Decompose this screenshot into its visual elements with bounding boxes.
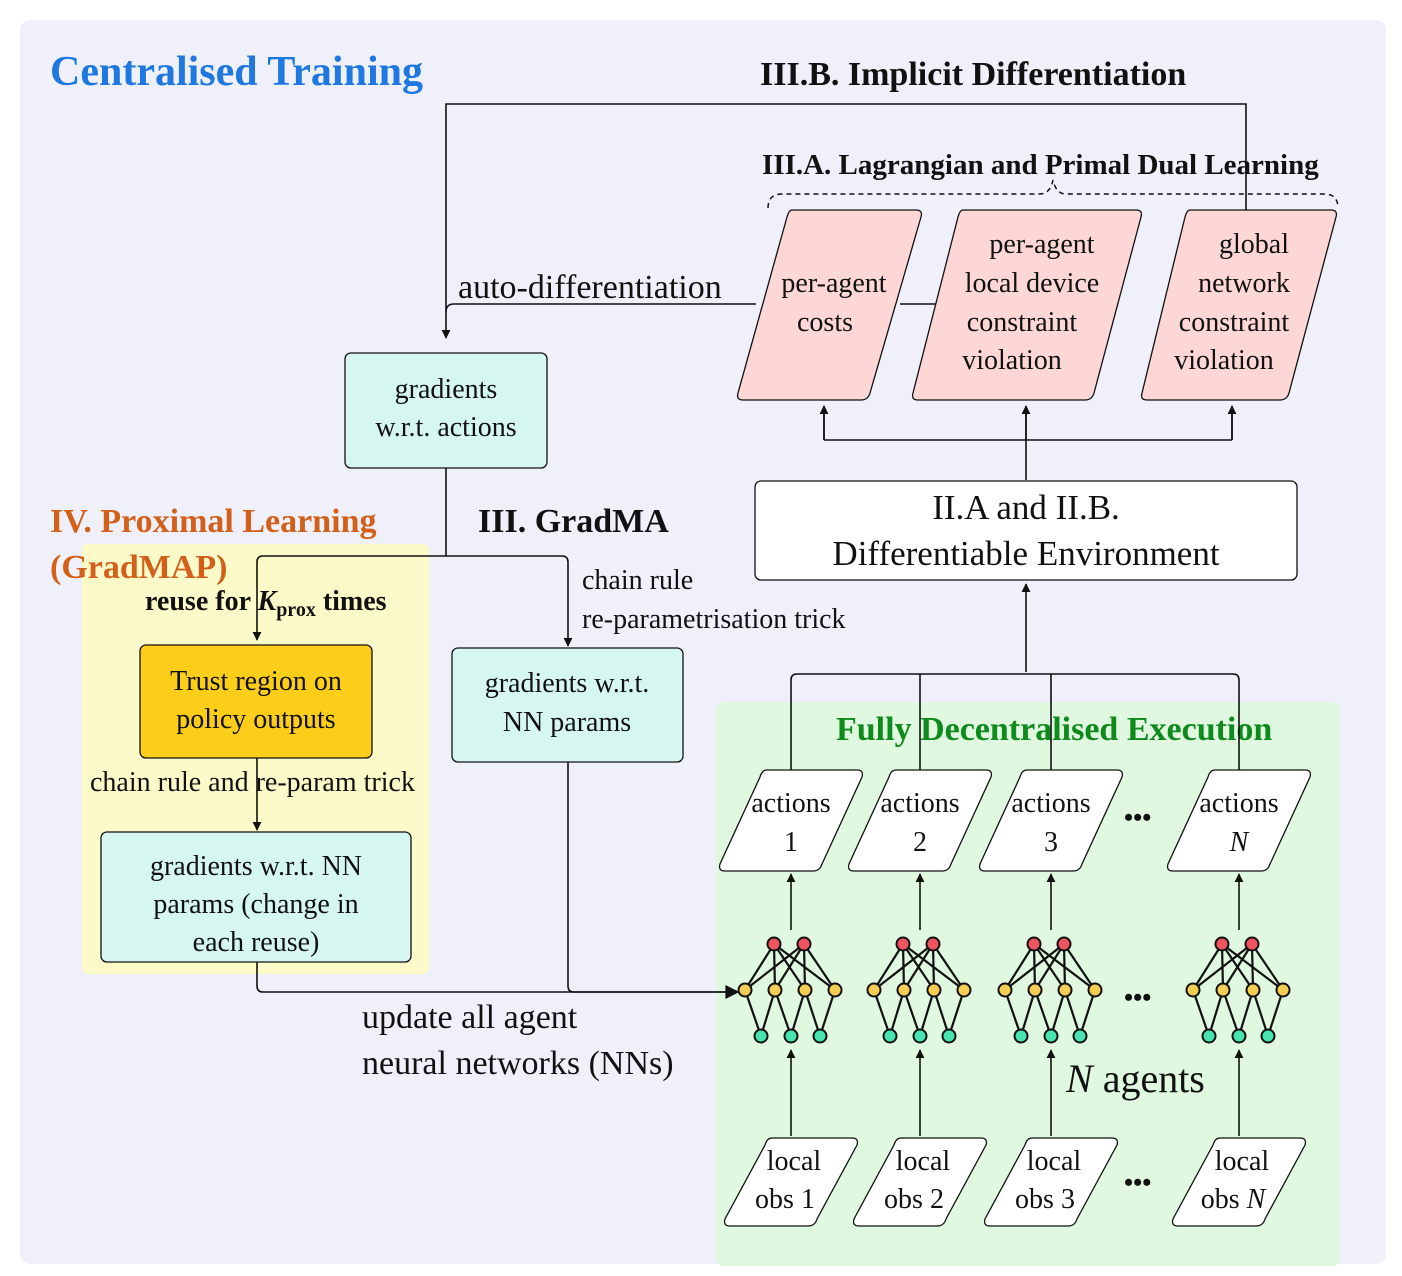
per-agent-costs-text-1: per-agent	[781, 268, 886, 299]
local-violation-box	[911, 209, 1143, 401]
local-violation-text-3: constraint	[967, 307, 1078, 338]
grad-nn-reuse-box	[100, 831, 412, 963]
centralised-training-title: Centralised Training	[50, 49, 423, 95]
global-violation-text-1: global	[1219, 229, 1289, 260]
agents-layer: actions 1 local obs 1 actions 2 local obs 2 acti…	[718, 769, 1312, 1227]
actions-box-2	[847, 769, 993, 872]
local-violation-text-2: local device	[965, 268, 1099, 299]
environment-text-1: II.A and II.B.	[932, 488, 1120, 527]
grad-nn-text-2: NN params	[503, 707, 631, 738]
actions-label-2: actions	[880, 788, 959, 819]
actions-box-1	[718, 769, 864, 872]
trust-region-box	[139, 644, 373, 759]
grad-nn-reuse-text-3: each reuse)	[193, 927, 320, 958]
implicit-diff-loop-line	[441, 103, 1247, 339]
gradma-title: III. GradMA	[478, 503, 669, 540]
auto-diff-label: auto-differentiation	[458, 269, 722, 306]
environment-text-2: Differentiable Environment	[832, 534, 1219, 573]
local-obs-box-3	[983, 1137, 1119, 1227]
chain-reparam-label: chain rule and re-param trick	[90, 767, 415, 798]
reuse-label: reuse for Kprox times	[145, 586, 387, 621]
actions-box-3	[978, 769, 1124, 872]
global-violation-text-2: network	[1198, 268, 1290, 299]
actions-label-4: actions	[1199, 788, 1278, 819]
neural-network-1	[737, 936, 843, 1044]
obs-id-1: obs 1	[755, 1184, 815, 1215]
obs-label-1: local	[767, 1146, 822, 1177]
grad-nn-text-1: gradients w.r.t.	[485, 668, 650, 699]
lagrangian-title: III.A. Lagrangian and Primal Dual Learni…	[762, 149, 1319, 181]
local-violation-text-1: per-agent	[989, 229, 1094, 260]
actions-label-1: actions	[751, 788, 830, 819]
neural-network-2	[866, 936, 972, 1044]
global-violation-text-4: violation	[1174, 345, 1274, 376]
to-grad-nn-line	[446, 555, 573, 647]
trust-region-text-2: policy outputs	[176, 704, 335, 735]
implicit-differentiation-title: III.B. Implicit Differentiation	[760, 56, 1186, 93]
actions-id-2: 2	[913, 827, 927, 858]
actions-id-3: 3	[1044, 827, 1058, 858]
to-trust-region-line	[252, 555, 446, 641]
n-agents-label: N agents	[1065, 1056, 1205, 1101]
obs-label-3: local	[1027, 1146, 1082, 1177]
actions-label-3: actions	[1011, 788, 1090, 819]
update-label-line-1: update all agent	[362, 999, 578, 1036]
obs-label-2: local	[896, 1146, 951, 1177]
grad-actions-box	[344, 352, 548, 469]
local-obs-box-1	[723, 1137, 859, 1227]
actions-box-4	[1166, 769, 1312, 872]
neural-network-4	[1185, 936, 1291, 1044]
ellipsis-networks: •••	[1124, 983, 1151, 1012]
trust-region-text-1: Trust region on	[170, 666, 342, 697]
ellipsis-actions: •••	[1124, 803, 1151, 832]
reuse-update-line	[256, 962, 735, 993]
auto-diff-line	[445, 303, 936, 313]
actions-id-4: N	[1229, 827, 1250, 858]
obs-id-3: obs 3	[1015, 1184, 1075, 1215]
proximal-learning-title: IV. Proximal Learning	[50, 503, 377, 540]
per-agent-costs-text-2: costs	[797, 307, 853, 338]
gradmap-title: (GradMAP)	[50, 549, 228, 586]
grad-actions-text-1: gradients	[395, 374, 498, 405]
grad-nn-box	[451, 647, 684, 763]
obs-label-4: local	[1215, 1146, 1270, 1177]
grad-actions-text-2: w.r.t. actions	[375, 412, 516, 443]
reparam-trick-label: re-parametrisation trick	[582, 604, 846, 635]
grad-nn-reuse-text-2: params (change in	[153, 889, 358, 920]
per-agent-costs-box	[736, 209, 923, 401]
execution-title: Fully Decentralised Execution	[836, 711, 1272, 748]
gradma-update-line	[567, 762, 740, 999]
local-obs-box-2	[852, 1137, 988, 1227]
grad-nn-reuse-text-1: gradients w.r.t. NN	[150, 851, 362, 882]
local-obs-box-4	[1171, 1137, 1307, 1227]
lagrangian-brace	[767, 179, 1339, 209]
global-violation-box	[1140, 209, 1338, 401]
chain-rule-label: chain rule	[582, 565, 693, 596]
local-violation-text-4: violation	[962, 345, 1062, 376]
environment-box	[754, 480, 1298, 581]
actions-id-1: 1	[784, 827, 798, 858]
obs-id-4: obs N	[1201, 1184, 1267, 1215]
obs-id-2: obs 2	[884, 1184, 944, 1215]
ellipsis-obs: •••	[1124, 1168, 1151, 1197]
neural-network-3	[997, 936, 1103, 1044]
actions-collect-line	[790, 673, 1240, 770]
global-violation-text-3: constraint	[1179, 307, 1290, 338]
update-label-line-2: neural networks (NNs)	[362, 1045, 674, 1082]
